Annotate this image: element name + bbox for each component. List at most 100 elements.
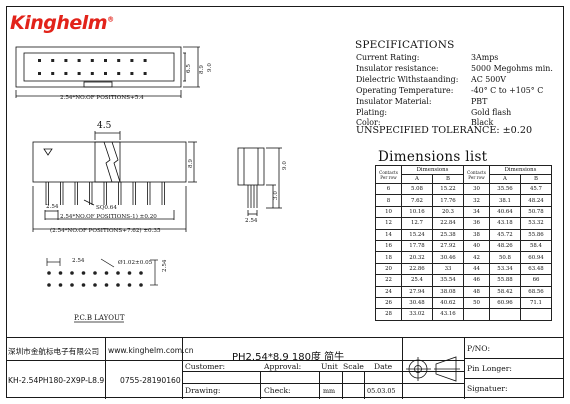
dim-pitch-total: 2.54*NO.OF POSITIONS-1) ±0.20: [60, 213, 157, 220]
dim-pitch: 2.54: [46, 204, 59, 210]
table-cell: 50: [463, 296, 490, 310]
dim-pcb-hole: Ø1.02±0.05: [118, 259, 153, 266]
unit-value: mm: [323, 387, 336, 395]
table-cell: 28: [375, 308, 402, 321]
head-dimensions-right: Dimensions: [489, 165, 552, 175]
pin-square: [90, 72, 94, 75]
pcb-hole: [81, 271, 86, 275]
table-cell: 24: [375, 285, 402, 298]
table-cell: 45.72: [489, 228, 521, 241]
table-cell: 48: [463, 285, 490, 298]
pin-square: [51, 72, 55, 75]
pin-square: [130, 59, 134, 62]
table-cell: 20.32: [401, 251, 433, 264]
pin-square: [104, 72, 107, 75]
spec-key: Insulator resistance:: [356, 63, 439, 73]
table-cell: 20: [375, 262, 402, 276]
table-cell: 71.1: [520, 296, 552, 310]
table-cell: 26: [375, 296, 402, 310]
spec-value: -40° C to +105° C: [471, 85, 544, 95]
dim-body-total: (2.54*NO.OF POSITIONS+7.62) ±0.35: [50, 227, 161, 234]
dim-top-offset: 4.5: [97, 121, 112, 131]
pcb-hole: [93, 283, 97, 287]
table-cell: 50.8: [489, 251, 521, 264]
dim-h1: 6.5: [186, 64, 192, 73]
table-cell: 40.62: [432, 296, 464, 310]
pin-square: [64, 72, 68, 75]
table-cell: 38.1: [489, 194, 521, 207]
table-cell: 58.42: [489, 285, 521, 298]
spec-key: Operating Temperature:: [356, 85, 454, 95]
pcb-hole: [58, 283, 63, 287]
front-view: [32, 131, 197, 232]
pin-square: [143, 72, 147, 75]
pin-square: [38, 59, 41, 62]
drawing-frame: [6, 6, 564, 398]
table-cell: 12.7: [401, 217, 433, 230]
pcb-hole: [127, 283, 132, 287]
table-cell: 55.86: [520, 228, 552, 241]
table-cell: 42: [463, 251, 490, 264]
table-cell: 25.38: [432, 228, 464, 241]
table-cell: 40.64: [489, 205, 521, 219]
table-cell: 33: [432, 262, 464, 276]
table-cell: 30.46: [432, 251, 464, 264]
table-cell: 45.7: [520, 182, 552, 196]
date-value: 05.03.05: [367, 387, 396, 395]
label-drawing: Drawing:: [185, 386, 221, 395]
table-cell: 8: [375, 194, 402, 207]
spec-row: Current Rating:3Amps: [356, 53, 561, 64]
spec-key: Plating:: [356, 107, 388, 117]
dim-pcb-row: 2.54: [162, 259, 168, 272]
pin-square: [77, 59, 81, 62]
table-cell: 27.92: [432, 239, 464, 253]
table-cell: 25.4: [401, 274, 433, 287]
dim-side-total: 9.0: [282, 161, 288, 170]
table-cell: 66: [520, 274, 552, 287]
spec-row: Operating Temperature: -40° C to +105° C: [356, 86, 561, 97]
table-cell: [463, 308, 490, 321]
spec-row: Insulator Material:PBT: [356, 97, 561, 108]
head-contacts-right: Contacts Per row: [463, 165, 490, 184]
table-cell: 17.76: [432, 194, 464, 207]
table-cell: 53.34: [489, 262, 521, 276]
pin-square: [38, 72, 41, 75]
table-cell: 22: [375, 274, 402, 287]
table-cell: 48.24: [520, 194, 552, 207]
table-cell: 44: [463, 262, 490, 276]
table-cell: 5.08: [401, 182, 433, 196]
table-cell: 33.02: [401, 308, 433, 321]
side-view: [237, 147, 282, 216]
pin-square: [117, 59, 121, 62]
table-cell: 46: [463, 274, 490, 287]
pin-square: [51, 59, 55, 62]
spec-key: Insulator Material:: [356, 96, 432, 106]
top-view: [15, 46, 200, 98]
table-cell: 30: [463, 182, 490, 196]
label-date: Date: [374, 362, 393, 371]
head-contacts-left: Contacts Per row: [375, 165, 402, 184]
table-cell: 53.32: [520, 217, 552, 230]
label-check: Check:: [264, 386, 291, 395]
table-cell: 35.54: [432, 274, 464, 287]
table-cell: 63.48: [520, 262, 552, 276]
specifications-title: SPECIFICATIONS: [355, 39, 455, 51]
spec-row: Plating:Gold flash: [356, 108, 561, 119]
dim-h2: 8.9: [199, 65, 205, 74]
pcb-hole: [139, 271, 143, 275]
company-name: 深圳市金航标电子有限公司: [8, 347, 100, 356]
pcb-layout: [46, 258, 158, 323]
title-block: 深圳市金航标电子有限公司 www.kinghelm.com.cn KH-2.54…: [6, 337, 564, 399]
table-cell: 15.24: [401, 228, 433, 241]
dim-h3: 9.0: [207, 63, 213, 72]
pcb-hole: [93, 271, 97, 275]
table-cell: 10: [375, 205, 402, 219]
table-cell: 36: [463, 217, 490, 230]
head-b-right: B: [520, 174, 552, 184]
